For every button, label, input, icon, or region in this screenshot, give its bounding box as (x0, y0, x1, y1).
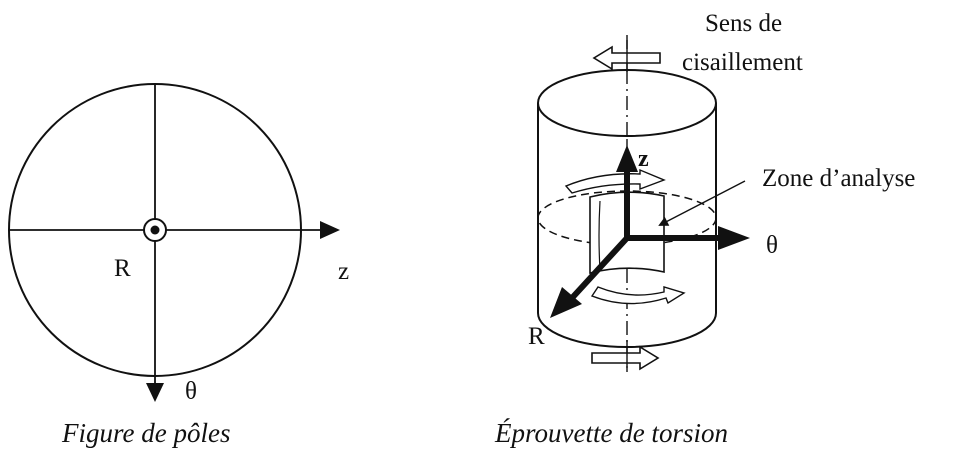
shear-direction-label-line2: cisaillement (682, 49, 803, 76)
theta-arrowhead (146, 383, 164, 402)
r-axis-line (569, 235, 630, 301)
shear-direction-label-line1: Sens de (705, 10, 782, 37)
z-label: z (338, 258, 349, 285)
axis-z-label: z (638, 146, 649, 172)
z-axis-arrowhead (616, 145, 638, 172)
r-axis-out-of-plane-dot (150, 225, 160, 235)
z-arrowhead (320, 221, 340, 239)
lower-shear-arrow (590, 286, 686, 305)
zone-leader-line (658, 180, 746, 226)
zone-analysis-label: Zone d’analyse (762, 165, 915, 192)
torsion-specimen-diagram: Sens de cisaillement Zone d’analyse z θ … (494, 10, 915, 448)
theta-axis-arrowhead (718, 226, 750, 250)
torsion-specimen-caption: Éprouvette de torsion (494, 418, 728, 448)
pole-figure-diagram: R z θ Figure de pôles (8, 83, 349, 448)
r-label: R (114, 255, 131, 282)
pole-figure-caption: Figure de pôles (61, 418, 230, 448)
upper-shear-arrow (564, 168, 666, 194)
axis-theta-label: θ (766, 232, 778, 259)
r-axis-arrowhead (550, 287, 582, 318)
bottom-shear-direction-arrow (591, 345, 660, 371)
axis-r-label: R (528, 323, 545, 350)
theta-label: θ (185, 378, 197, 405)
